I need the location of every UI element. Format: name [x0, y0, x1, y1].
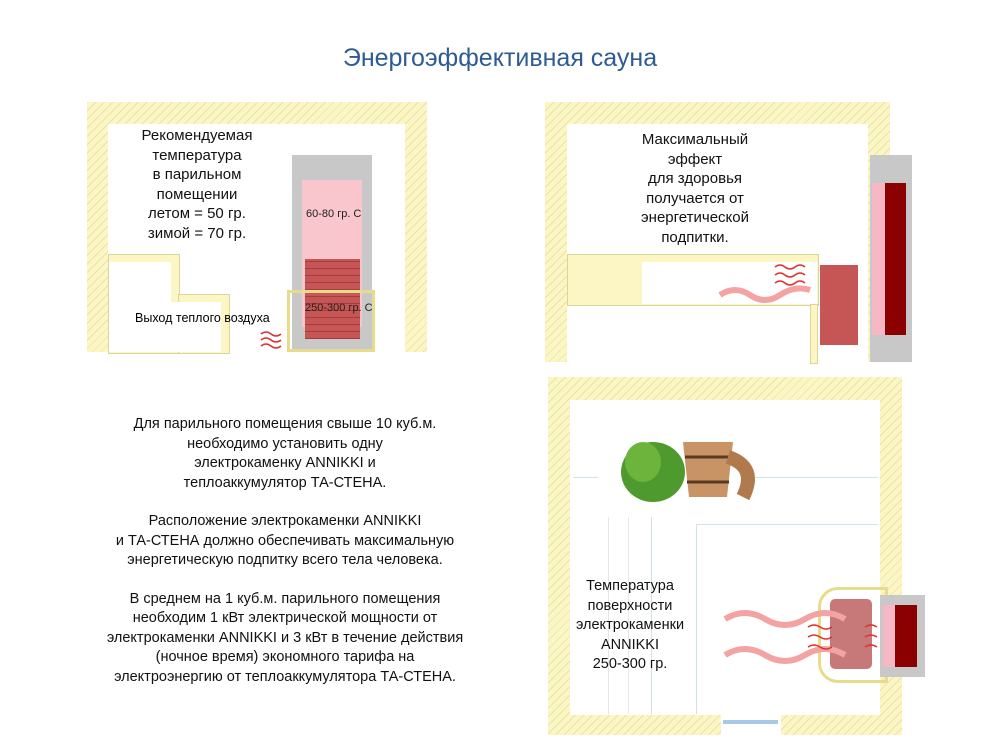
stone-heater [820, 265, 858, 345]
accumulator-core [885, 183, 906, 335]
temp-line: температура [152, 146, 242, 164]
bucket-icon [621, 442, 755, 502]
heater-frame [287, 290, 375, 352]
heat-waves-icon [260, 331, 282, 349]
text-line: электрокаменки ANNIKKI и 3 кВт в течение… [106, 629, 464, 646]
health-line: энергетической [641, 209, 749, 226]
accumulator-core [895, 605, 917, 667]
bench-support [810, 304, 818, 364]
health-line: Максимальный [641, 131, 749, 148]
health-line: эффект [667, 150, 723, 168]
text-line: энергетическую подпитку всего тела челов… [127, 552, 443, 568]
text-line: электрокаменку ANNIKKI и [194, 455, 376, 471]
temp-line: помещении [156, 185, 238, 203]
text-line: теплоаккумулятор ТА-СТЕНА. [183, 474, 387, 491]
door [723, 720, 778, 724]
temp-line: Рекомендуемая [141, 127, 253, 144]
stone-temp-label: 250-300 гр. С [305, 302, 373, 314]
heater-line: поверхности [587, 597, 673, 614]
heat-flow-icon [723, 610, 878, 664]
stone-heater [830, 599, 872, 669]
heat-flow-icon [718, 264, 811, 303]
text-line: В среднем на 1 куб.м. парильного помещен… [129, 590, 441, 607]
temp-line: в парильном [152, 166, 242, 183]
paragraph: Расположение электрокаменки ANNIKKI и ТА… [60, 512, 510, 571]
stone-heater [305, 259, 360, 339]
sauna-diagram-health: Максимальный эффект для здоровья получае… [545, 102, 915, 364]
page-title: Энергоэффективная сауна [342, 44, 658, 72]
paragraph: Для парильного помещения свыше 10 куб.м.… [60, 415, 510, 493]
text-line: необходимо установить одну [187, 435, 383, 452]
heater-line: ANNIKKI [600, 636, 659, 653]
sauna-bucket-and-whisk-image [613, 407, 763, 507]
temp-line: летом = 50 гр. [148, 205, 246, 222]
text-line: необходим 1 кВт электрической мощности о… [132, 610, 438, 626]
description-text: Для парильного помещения свыше 10 куб.м.… [60, 415, 510, 706]
text-line: (ночное время) экономного тарифа на [155, 649, 415, 665]
sauna-diagram-temperature: Рекомендуемая температура в парильном по… [87, 102, 427, 354]
upper-temp-label: 60-80 гр. С [306, 208, 362, 220]
health-line: для здоровья [647, 170, 743, 187]
temp-line: зимой = 70 гр. [147, 224, 247, 242]
warm-air-label: Выход теплого воздуха [135, 311, 270, 325]
heater-line: 250-300 гр. [592, 656, 668, 672]
paragraph: В среднем на 1 куб.м. парильного помещен… [60, 590, 510, 688]
sauna-diagram-heater: Температура поверхности электрокаменки A… [548, 377, 928, 737]
door-gap [721, 715, 781, 735]
heater-line: электрокаменки [575, 617, 685, 633]
heater-line: Температура [586, 578, 674, 594]
text-line: Для парильного помещения свыше 10 куб.м. [133, 416, 437, 432]
text-line: и ТА-СТЕНА должно обеспечивать максималь… [115, 532, 455, 549]
text-line: электроэнергию от теплоаккумулятора ТА-С… [114, 668, 456, 685]
text-line: Расположение электрокаменки ANNIKKI [148, 513, 422, 529]
health-line: подпитки. [661, 228, 729, 246]
health-line: получается от [646, 189, 744, 207]
